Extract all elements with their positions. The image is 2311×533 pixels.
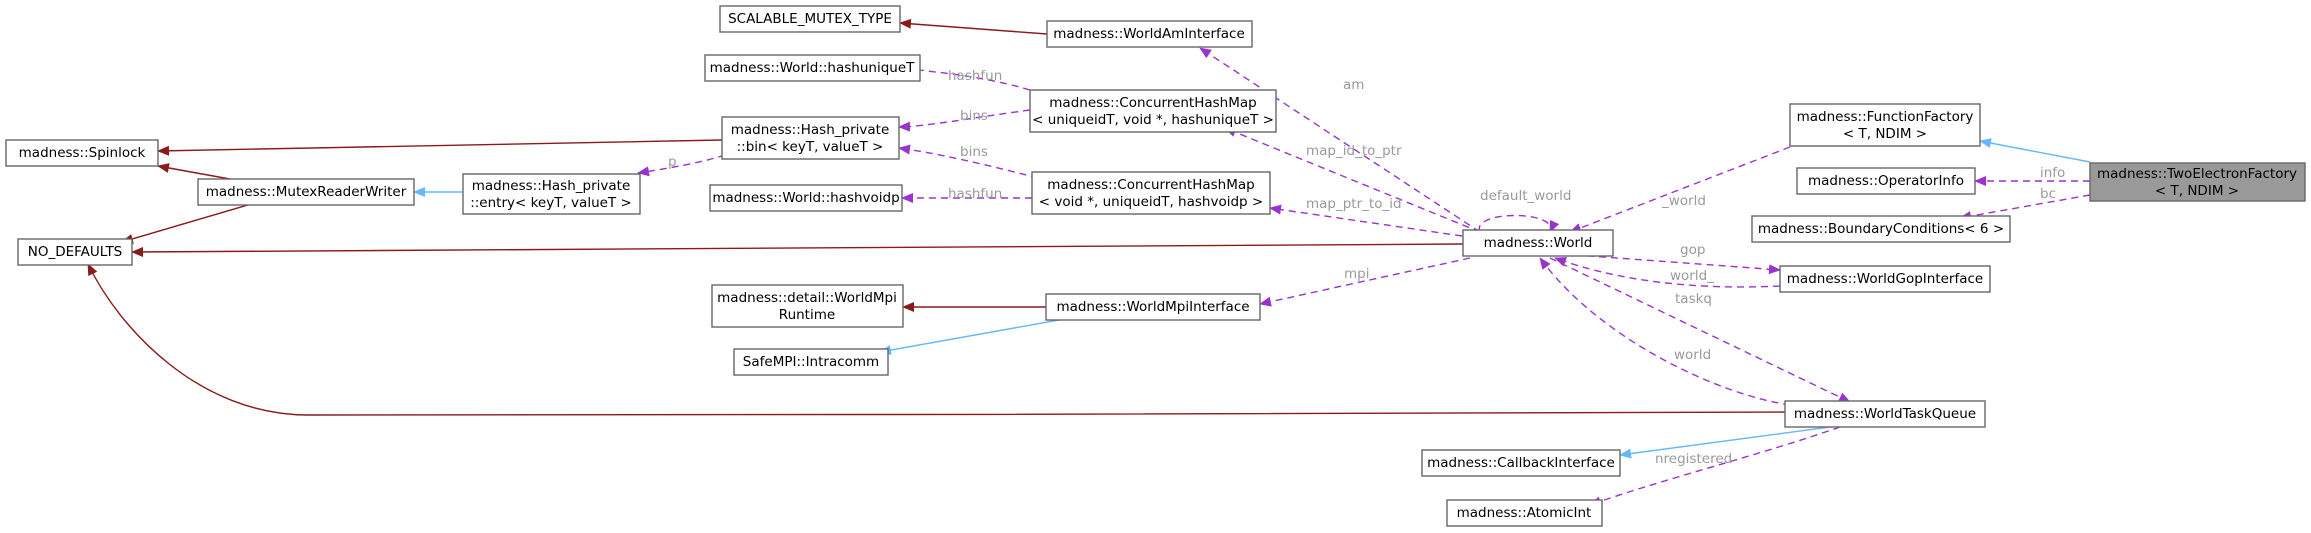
edge-label-map-id-to-ptr: map_id_to_ptr [1306,143,1402,159]
edge-world-to-worldaminterface [1199,47,1481,233]
edge-twoelectron-to-functionfactory [1979,138,2091,163]
node-atomic-int[interactable]: madness::AtomicInt [1446,499,1603,527]
svg-text:< T, NDIM >: < T, NDIM > [1843,126,1927,142]
svg-text:< void *, uniqueidT, hashvoidp: < void *, uniqueidT, hashvoidp > [1039,194,1263,210]
edge-worldgopinterface-to-world [1554,257,1781,288]
edge-world-to-chm-uniqueid [1224,127,1481,233]
svg-text:madness::TwoElectronFactory: madness::TwoElectronFactory [2097,166,2297,182]
node-world-am-interface[interactable]: madness::WorldAmInterface [1046,20,1253,48]
node-concurrent-hash-map-voidp[interactable]: madness::ConcurrentHashMap < void *, uni… [1031,171,1271,215]
node-callback-interface[interactable]: madness::CallbackInterface [1421,449,1621,477]
node-world-hashuniquet[interactable]: madness::World::hashuniqueT [704,54,921,82]
edge-chm-uniqueid-to-hashbin [898,109,1031,132]
svg-text:madness::WorldTaskQueue: madness::WorldTaskQueue [1794,406,1976,422]
edge-label-nregistered: nregistered [1655,451,1732,467]
svg-text:SafeMPI::Intracomm: SafeMPI::Intracomm [743,354,879,370]
node-detail-world-mpi-runtime[interactable]: madness::detail::WorldMpi Runtime [711,284,904,328]
svg-text:madness::FunctionFactory: madness::FunctionFactory [1797,109,1974,125]
edge-label-p: p [668,154,677,170]
edge-functionfactory-to-world [1569,146,1791,233]
edge-world-to-nodefaults [131,243,1464,257]
node-world-mpi-interface[interactable]: madness::WorldMpiInterface [1045,293,1261,321]
edge-label-world-tq: world [1674,347,1711,363]
edge-world-to-chm-voidp [1269,204,1463,237]
edge-hashbin-to-hashentry [637,154,726,177]
svg-text:< T, NDIM >: < T, NDIM > [2155,183,2239,199]
edge-worldmpiinterface-to-intracomm [879,317,1071,355]
svg-text:SCALABLE_MUTEX_TYPE: SCALABLE_MUTEX_TYPE [728,11,892,27]
node-hash-private-bin[interactable]: madness::Hash_private ::bin< keyT, value… [721,116,900,160]
edge-label-bins-2: bins [960,144,988,160]
svg-text:madness::World::hashvoidp: madness::World::hashvoidp [712,190,899,206]
svg-text:madness::WorldGopInterface: madness::WorldGopInterface [1787,271,1983,287]
svg-text:::entry< keyT, valueT >: ::entry< keyT, valueT > [470,195,632,211]
node-two-electron-factory[interactable]: madness::TwoElectronFactory < T, NDIM > [2089,162,2306,202]
edge-worldtaskqueue-to-callbackinterface [1619,426,1831,459]
edge-twoelectron-to-boundaryconditions [1959,194,2091,222]
svg-text:< uniqueidT, void *, hashuniqu: < uniqueidT, void *, hashuniqueT > [1032,112,1274,128]
node-mutex-reader-writer[interactable]: madness::MutexReaderWriter [197,178,415,206]
edge-label-taskq: taskq [1675,291,1712,307]
edge-worldtaskqueue-to-world [1539,257,1791,406]
node-function-factory[interactable]: madness::FunctionFactory < T, NDIM > [1789,103,1981,147]
node-concurrent-hash-map-uniqueid[interactable]: madness::ConcurrentHashMap < uniqueidT, … [1029,89,1277,133]
svg-text:madness::Spinlock: madness::Spinlock [19,145,146,161]
edge-worldtaskqueue-to-atomicint [1589,426,1841,507]
svg-text:madness::Hash_private: madness::Hash_private [731,122,890,138]
node-safempi-intracomm[interactable]: SafeMPI::Intracomm [733,348,889,376]
node-operator-info[interactable]: madness::OperatorInfo [1796,167,1976,195]
svg-text:madness::World::hashuniqueT: madness::World::hashuniqueT [710,60,916,76]
edge-mutexrw-to-nodefaults [121,201,259,244]
edge-label-world-ff: _world [1661,193,1706,209]
node-boundary-conditions[interactable]: madness::BoundaryConditions< 6 > [1751,215,2011,243]
svg-text:madness::BoundaryConditions< 6: madness::BoundaryConditions< 6 > [1758,221,2004,237]
svg-text:madness::OperatorInfo: madness::OperatorInfo [1808,173,1964,189]
svg-text:madness::World: madness::World [1484,235,1593,251]
svg-text:::bin< keyT, valueT >: ::bin< keyT, valueT > [737,139,884,155]
svg-text:madness::MutexReaderWriter: madness::MutexReaderWriter [206,184,407,200]
svg-text:madness::ConcurrentHashMap: madness::ConcurrentHashMap [1049,95,1256,111]
node-hash-private-entry[interactable]: madness::Hash_private ::entry< keyT, val… [462,173,641,215]
edge-label-bins-1: bins [960,108,988,124]
edge-label-bc: bc [2040,186,2056,202]
edge-label-map-ptr-to-id: map_ptr_to_id [1306,196,1402,212]
svg-text:madness::WorldAmInterface: madness::WorldAmInterface [1053,26,1245,42]
edge-worldaminterface-to-scalablemutex [899,18,1048,35]
svg-text:Runtime: Runtime [779,307,835,323]
svg-text:madness::Hash_private: madness::Hash_private [472,178,631,194]
svg-text:madness::ConcurrentHashMap: madness::ConcurrentHashMap [1047,177,1254,193]
edge-label-mpi: mpi [1344,266,1369,282]
svg-text:madness::CallbackInterface: madness::CallbackInterface [1427,455,1615,471]
edge-label-info: info [2040,165,2065,181]
edge-world-self-default [1478,214,1560,233]
node-world[interactable]: madness::World [1462,229,1614,257]
svg-text:madness::AtomicInt: madness::AtomicInt [1457,505,1592,521]
svg-text:NO_DEFAULTS: NO_DEFAULTS [28,244,123,260]
edge-label-gop: gop [1680,242,1705,258]
svg-text:madness::detail::WorldMpi: madness::detail::WorldMpi [717,290,897,306]
edge-hashbin-to-spinlock [157,139,723,156]
node-no-defaults[interactable]: NO_DEFAULTS [17,238,133,266]
node-spinlock[interactable]: madness::Spinlock [5,139,159,167]
node-world-hashvoidp[interactable]: madness::World::hashvoidp [709,184,903,212]
edge-chm-uniqueid-to-hashuniquet [919,69,1031,91]
edge-label-hashfun-2: hashfun [948,186,1002,202]
edge-label-hashfun-1: hashfun [948,68,1002,84]
node-world-gop-interface[interactable]: madness::WorldGopInterface [1779,265,1991,293]
svg-text:madness::WorldMpiInterface: madness::WorldMpiInterface [1056,299,1249,315]
edge-label-am: am [1343,77,1364,93]
edge-worldtaskqueue-to-nodefaults [87,263,1786,416]
edge-world-to-worldtaskqueue [1549,257,1851,403]
node-scalable-mutex-type[interactable]: SCALABLE_MUTEX_TYPE [719,5,901,33]
edge-label-world-gop: world_ [1670,268,1714,284]
edge-label-default-world: default_world [1480,188,1571,204]
node-world-task-queue[interactable]: madness::WorldTaskQueue [1784,400,1986,428]
